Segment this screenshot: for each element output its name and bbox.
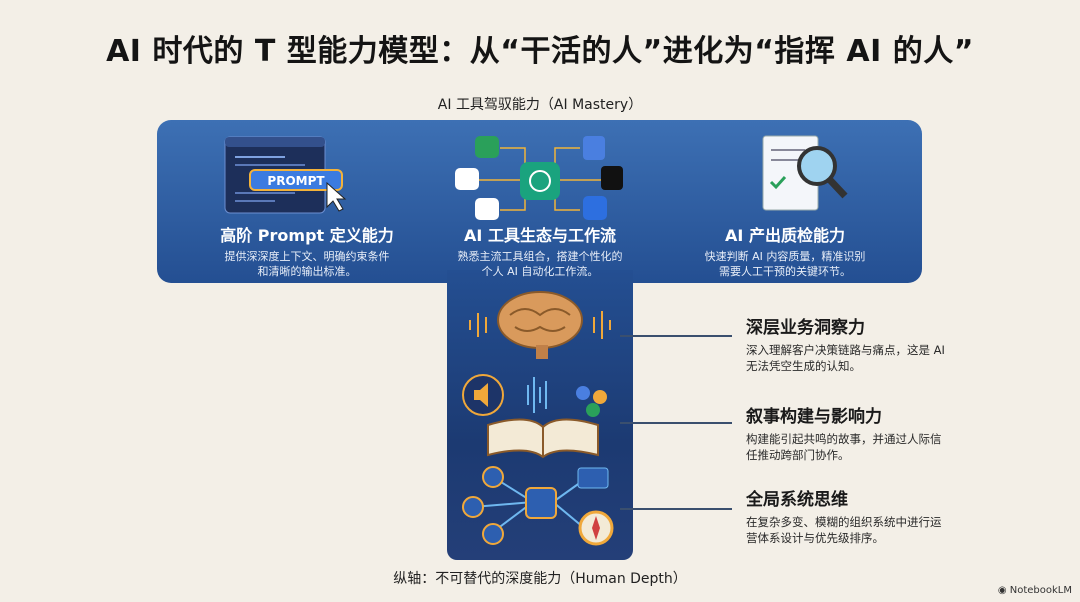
depth-item-systems: 全局系统思维 在复杂多变、模糊的组织系统中进行运 营体系设计与优先级排序。 xyxy=(746,485,986,546)
item-title: 叙事构建与影响力 xyxy=(746,407,882,427)
connector-line xyxy=(620,335,732,337)
top-item-prompt: 高阶 Prompt 定义能力 提供深深度上下文、明确约束条件 和清晰的输出标准。 xyxy=(182,222,432,279)
item-desc: 在复杂多变、模糊的组织系统中进行运 xyxy=(746,515,942,529)
item-title: 高阶 Prompt 定义能力 xyxy=(220,226,394,245)
item-title: AI 工具生态与工作流 xyxy=(464,226,616,245)
item-desc: 无法凭空生成的认知。 xyxy=(746,359,861,373)
tool-ecosystem-icon xyxy=(455,136,623,220)
item-title: AI 产出质检能力 xyxy=(725,226,845,245)
vertical-axis-label: 纵轴：不可替代的深度能力（Human Depth） xyxy=(393,571,687,587)
item-desc: 任推动跨部门协作。 xyxy=(746,448,850,462)
storytelling-book-icon xyxy=(462,374,607,459)
item-title: 深层业务洞察力 xyxy=(746,318,865,338)
system-network-icon xyxy=(462,466,614,546)
item-title: 全局系统思维 xyxy=(746,490,848,510)
item-desc: 深入理解客户决策链路与痛点，这是 AI xyxy=(746,343,945,357)
prompt-window-icon: PROMPT xyxy=(224,136,347,214)
item-desc: 和清晰的输出标准。 xyxy=(257,265,357,278)
horizontal-axis-label: AI 工具驾驭能力（AI Mastery） xyxy=(437,97,643,113)
top-item-qa: AI 产出质检能力 快速判断 AI 内容质量，精准识别 需要人工干预的关键环节。 xyxy=(660,222,910,279)
notebooklm-logo-icon: ◉ xyxy=(997,585,1010,596)
connector-line xyxy=(620,508,732,510)
item-desc: 营体系设计与优先级排序。 xyxy=(746,531,884,545)
brain-icon xyxy=(469,291,611,359)
item-desc: 个人 AI 自动化工作流。 xyxy=(481,265,599,278)
connector-line xyxy=(620,422,732,424)
item-desc: 提供深深度上下文、明确约束条件 xyxy=(224,250,390,263)
depth-item-insight: 深层业务洞察力 深入理解客户决策链路与痛点，这是 AI 无法凭空生成的认知。 xyxy=(746,313,986,374)
brand-watermark: ◉ NotebookLM xyxy=(998,585,1072,596)
depth-item-narrative: 叙事构建与影响力 构建能引起共鸣的故事，并通过人际信 任推动跨部门协作。 xyxy=(746,402,986,463)
prompt-badge: PROMPT xyxy=(267,174,325,188)
document-magnifier-icon xyxy=(762,135,848,211)
item-desc: 需要人工干预的关键环节。 xyxy=(719,265,851,278)
item-desc: 构建能引起共鸣的故事，并通过人际信 xyxy=(746,432,942,446)
item-desc: 快速判断 AI 内容质量，精准识别 xyxy=(704,250,866,263)
top-item-ecosystem: AI 工具生态与工作流 熟悉主流工具组合，搭建个性化的 个人 AI 自动化工作流… xyxy=(415,222,665,279)
item-desc: 熟悉主流工具组合，搭建个性化的 xyxy=(457,250,623,263)
brand-name: NotebookLM xyxy=(1009,585,1072,596)
page-title: AI 时代的 T 型能力模型：从“干活的人”进化为“指挥 AI 的人” xyxy=(106,34,974,69)
